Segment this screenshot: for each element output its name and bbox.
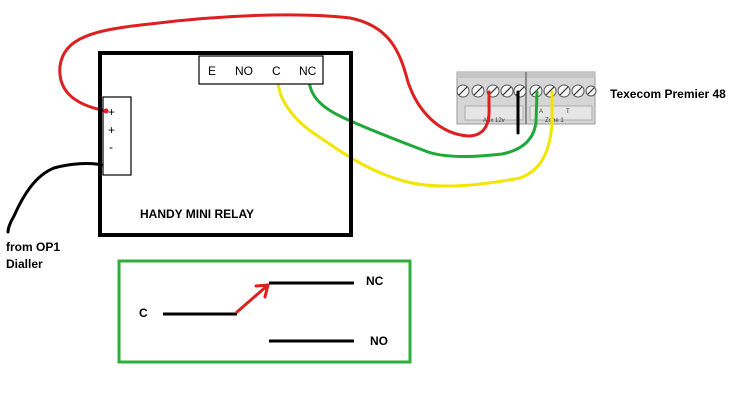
red-wire-end bbox=[103, 108, 109, 114]
relay-terminal-no: NO bbox=[235, 64, 253, 78]
panel-zone-pin-t: T bbox=[566, 109, 570, 115]
schematic-no-label: NO bbox=[370, 334, 388, 348]
schematic-common-label: C bbox=[139, 306, 148, 320]
wires bbox=[6, 13, 554, 234]
relay-terminal-nc: NC bbox=[299, 64, 317, 78]
relay-terminal-e: E bbox=[208, 64, 216, 78]
schematic-frame bbox=[117, 259, 412, 364]
switch-arrow-icon bbox=[235, 283, 270, 314]
dialler-wire bbox=[6, 162, 109, 234]
schematic-nc-label: NC bbox=[366, 274, 384, 288]
relay-power-minus: - bbox=[109, 140, 113, 154]
texecom-panel: Aux 12v Zone 1 A T bbox=[456, 71, 597, 125]
relay-power-plus-1: + bbox=[108, 105, 115, 119]
relay-title: HANDY MINI RELAY bbox=[140, 207, 254, 221]
dialler-label-line2: Dialler bbox=[6, 257, 43, 271]
panel-zone-pin-a: A bbox=[539, 109, 543, 115]
panel-name-label: Texecom Premier 48 bbox=[610, 87, 726, 101]
panel-aux-label: Aux 12v bbox=[483, 118, 505, 124]
green-wire bbox=[307, 76, 539, 158]
panel-zone-label: Zone 1 bbox=[545, 118, 564, 124]
red-wire bbox=[58, 13, 491, 138]
relay-terminal-c: C bbox=[272, 64, 281, 78]
relay-box bbox=[98, 51, 353, 237]
yellow-wire bbox=[276, 78, 554, 188]
relay-power-plus-2: + bbox=[108, 123, 115, 137]
relay-terminal-block bbox=[198, 55, 324, 85]
dialler-label-line1: from OP1 bbox=[6, 240, 60, 254]
contact-schematic: C NC NO bbox=[117, 259, 412, 364]
relay-module: E NO C NC + + - HANDY MINI RELAY bbox=[98, 51, 353, 237]
